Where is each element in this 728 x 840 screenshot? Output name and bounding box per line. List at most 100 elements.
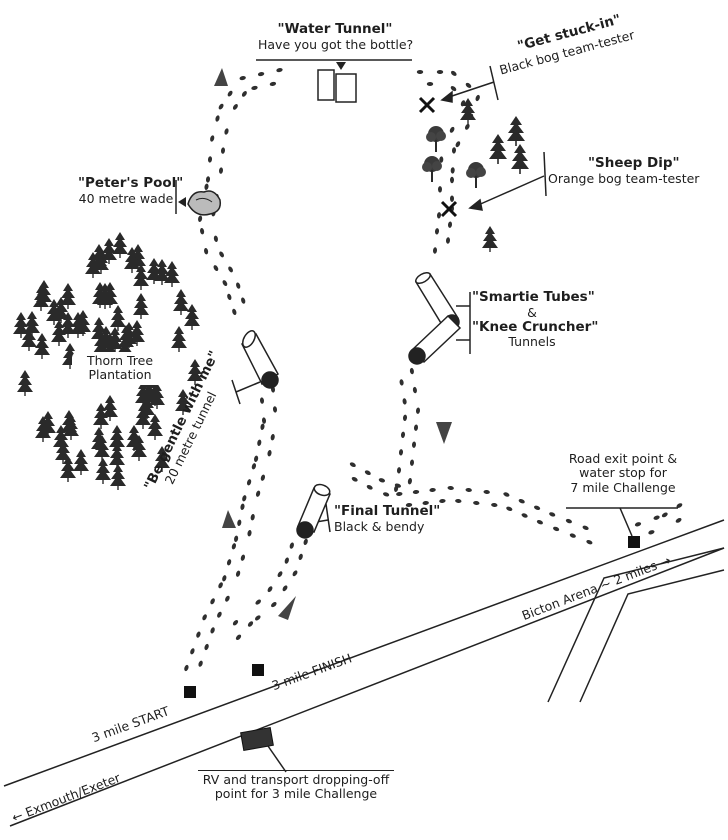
thorn-tree-icon [73,449,89,475]
footprint [224,128,229,135]
footprint [276,68,283,73]
footprint [247,621,254,627]
final-tunnel [296,483,331,539]
footprint [586,539,593,545]
footprint [246,479,252,486]
footprint [536,519,543,525]
footprint [521,513,528,518]
thorn-tree-icon [95,458,111,484]
thorn-tree-icon [17,370,33,396]
footprint [255,599,261,605]
footprint [213,265,219,272]
footprint [409,459,415,466]
footprint [202,614,207,621]
footprint [271,602,277,608]
footprint [465,82,472,88]
footprint [450,86,457,92]
footprint [251,85,258,90]
footprint [653,515,660,520]
get-stuck-in-marker [418,96,436,114]
footprint [394,483,402,488]
footprint [260,423,265,430]
smartie-amp: & [527,304,537,320]
footprint [292,570,298,577]
footprint [228,266,233,273]
rv-label: RV and transport dropping-off point for … [198,770,394,802]
footprint [407,478,412,485]
footprint [237,519,242,526]
footprint [200,228,205,235]
footprint [412,489,420,495]
smartie-tubes-label: "Smartie Tubes" & "Knee Cruncher" Tunnel… [472,289,599,350]
footprint [220,147,226,154]
footprint [569,533,576,538]
footprint [204,183,209,190]
footprint [260,474,266,481]
get-stuck-in-label: "Get stuck-in" Black bog team-tester [498,11,637,78]
be-gentle-tunnel [241,330,279,389]
sheep-dip-label: "Sheep Dip" Orange bog team-tester [548,155,699,186]
footprint [450,167,455,174]
footprint [676,503,683,508]
footprint [240,554,246,561]
water-stop-marker [628,536,640,548]
footprint [582,525,589,531]
tunnels-word: Tunnels [508,334,556,350]
footprint [235,570,241,577]
footprint [250,514,255,521]
footprint [549,512,556,517]
footprint [447,221,453,228]
footprint [217,611,222,618]
footprint [210,627,215,634]
footprint [518,498,525,504]
footprint [422,500,429,506]
footprint [411,441,417,448]
thorn-tree-icon [110,464,126,490]
footprint [303,538,308,546]
footprint [351,476,358,482]
footprint [222,280,228,287]
footprint [465,487,472,493]
final-tunnel-title: "Final Tunnel" [334,503,441,519]
road-exit-line2: water stop for [579,465,667,481]
footprint [475,94,480,102]
footprint [449,126,455,133]
thorn-tree-icon [110,305,126,331]
footprint [218,582,223,589]
footprint [241,297,246,304]
sheep-dip-marker [440,200,458,218]
footprint [436,212,442,219]
rv-line2: point for 3 mile Challenge [214,786,378,802]
footprint [251,463,257,470]
footprint [215,115,220,122]
plantation-line2: Plantation [88,367,152,383]
footprint [634,522,642,527]
footprint [267,450,272,457]
footprint [648,530,655,535]
peters-pool-label: "Peter's Pool" 40 metre wade [78,175,183,206]
footprint [219,251,224,258]
footprint [349,462,356,468]
footprint [402,414,408,421]
thorn-tree-icon [133,293,149,319]
footprint [277,571,283,578]
footprint [445,237,451,244]
footprint [439,156,444,163]
footprint [366,484,373,490]
footprint [298,553,303,561]
final-tunnel-label: "Final Tunnel" Black & bendy [334,503,441,534]
footprint [255,490,261,497]
road [3,519,725,827]
footprint [247,530,252,537]
footprint [270,434,275,441]
footprint [234,535,239,542]
footprint [455,141,461,148]
footprint [184,664,189,672]
knee-cruncher-title: "Knee Cruncher" [472,318,599,335]
start-marker [184,686,196,698]
footprint [218,167,224,174]
footprint [429,487,436,493]
road-exit-line3: 7 mile Challenge [570,479,676,495]
road-exit-label: Road exit point & water stop for 7 mile … [562,451,684,495]
footprint [534,505,541,511]
